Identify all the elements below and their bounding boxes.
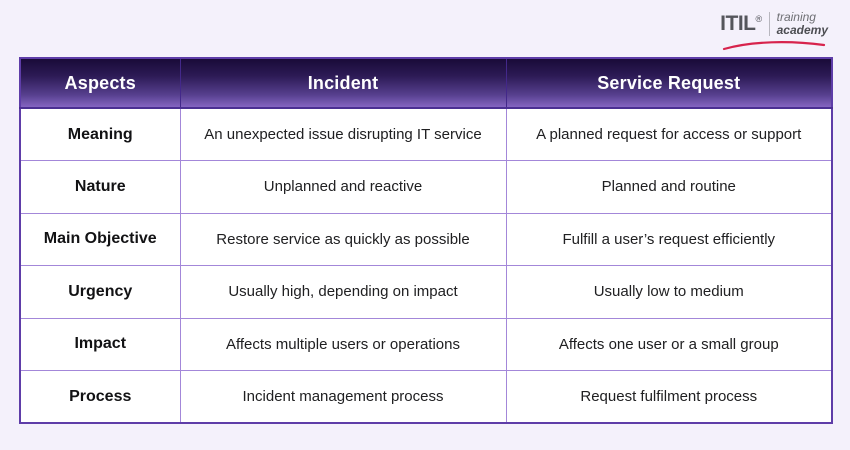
logo-swoosh-icon [722, 41, 826, 51]
header-row: Aspects Incident Service Request [20, 58, 832, 109]
comparison-table: Aspects Incident Service Request Meaning… [19, 57, 833, 424]
incident-cell: Affects multiple users or operations [179, 317, 507, 371]
incident-cell: An unexpected issue disrupting IT servic… [179, 107, 507, 161]
registered-mark: ® [755, 14, 762, 25]
service-request-cell: Request fulfilment process [505, 370, 833, 424]
service-request-cell: Planned and routine [505, 160, 833, 214]
aspect-cell: Process [19, 370, 181, 424]
aspect-cell: Impact [19, 317, 181, 371]
aspect-cell: Main Objective [19, 212, 181, 266]
logo-divider [768, 11, 770, 36]
logo-tagline-line1: training [776, 10, 816, 24]
service-request-cell: A planned request for access or support [505, 107, 833, 161]
aspect-cell: Meaning [19, 107, 181, 161]
service-request-cell: Usually low to medium [505, 265, 833, 319]
logo-tagline-line2: academy [776, 22, 828, 37]
brand-name-text: ITIL [720, 12, 756, 36]
header-cell-incident: Incident [179, 58, 506, 109]
table-header: Aspects Incident Service Request [20, 58, 832, 109]
incident-cell: Incident management process [179, 370, 507, 424]
aspect-cell: Nature [19, 160, 181, 214]
service-request-cell: Affects one user or a small group [505, 317, 833, 371]
service-request-cell: Fulfill a user’s request efficiently [505, 212, 833, 266]
brand-logo: ITIL® training academy [720, 11, 828, 51]
header-cell-aspects: Aspects [20, 58, 180, 109]
incident-cell: Usually high, depending on impact [179, 265, 507, 319]
brand-logo-row: ITIL® training academy [720, 11, 828, 36]
comparison-table-container: Aspects Incident Service Request Meaning… [19, 57, 833, 424]
incident-cell: Unplanned and reactive [179, 160, 507, 214]
incident-cell: Restore service as quickly as possible [179, 212, 507, 266]
header-cell-service-request: Service Request [505, 58, 832, 109]
logo-tagline: training academy [777, 11, 828, 36]
aspect-cell: Urgency [19, 265, 181, 319]
brand-name: ITIL® [720, 12, 762, 36]
